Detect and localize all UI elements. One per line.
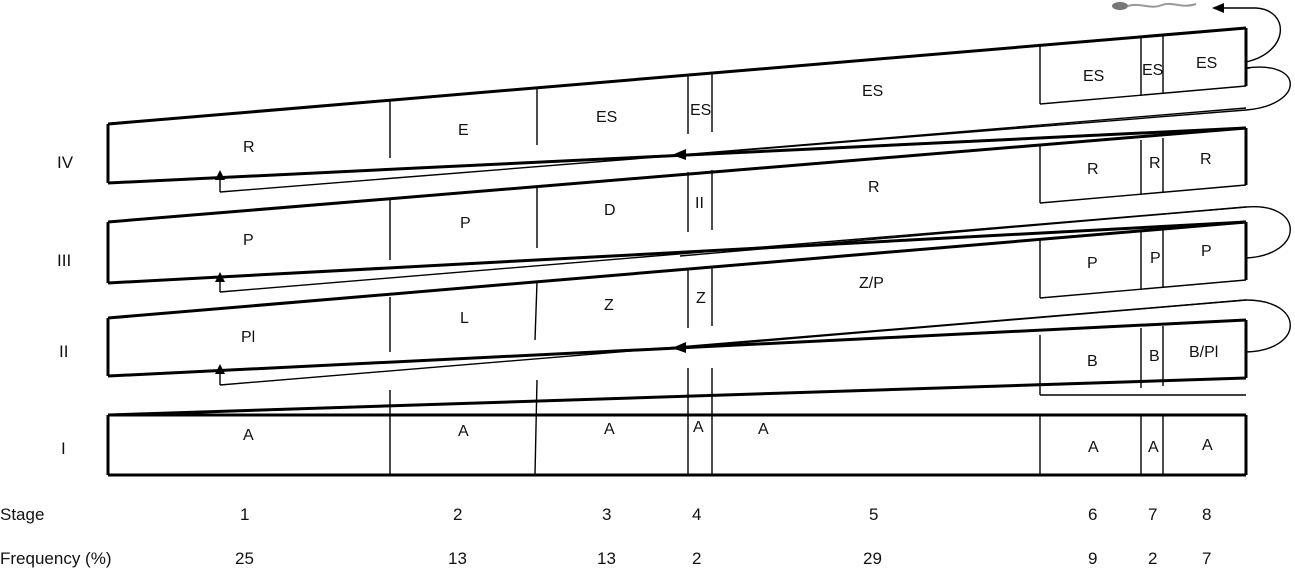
frequency-7: 2 <box>1148 549 1157 568</box>
cell-III-2: P <box>460 215 471 232</box>
band-IV <box>106 26 1248 204</box>
cell-IV-2: E <box>458 122 469 139</box>
cell-IV-5: ES <box>862 83 883 100</box>
cell-I-7: A <box>1148 439 1159 456</box>
cell-IV-lower-5: R <box>868 179 880 196</box>
band-II <box>106 220 1248 417</box>
stage-6: 6 <box>1088 505 1097 524</box>
cell-II-1: Pl <box>241 329 255 346</box>
stage-4: 4 <box>692 505 701 524</box>
cell-IV-lower-6: R <box>1087 161 1099 178</box>
cell-IV-lower-7: R <box>1149 155 1161 172</box>
return-arrows <box>215 3 1291 386</box>
cell-IV-8: ES <box>1196 55 1217 72</box>
stage-3: 3 <box>602 505 611 524</box>
stage-2: 2 <box>453 505 462 524</box>
stage-7: 7 <box>1148 505 1157 524</box>
stage-4-column <box>687 72 713 328</box>
frequency-2: 13 <box>448 549 467 568</box>
cell-II-7: B <box>1149 348 1160 365</box>
cell-III-6: P <box>1087 255 1098 272</box>
stage-1: 1 <box>240 505 249 524</box>
cell-IV-lower-8: R <box>1200 151 1212 168</box>
cell-IV-7: ES <box>1142 62 1163 79</box>
frequency-8: 7 <box>1202 549 1211 568</box>
cell-II-2: L <box>460 310 469 327</box>
frequency-5: 29 <box>863 549 882 568</box>
cell-IV-4: ES <box>690 102 711 119</box>
cell-II-8: B/Pl <box>1189 344 1218 361</box>
sperm-icon <box>1112 2 1197 10</box>
frequency-6: 9 <box>1088 549 1097 568</box>
cell-I-6: A <box>1088 439 1099 456</box>
row-label-II: II <box>59 342 68 361</box>
cell-IV-6: ES <box>1083 68 1104 85</box>
row-label-I: I <box>61 439 66 458</box>
cell-II-6: B <box>1087 353 1098 370</box>
cell-I-8: A <box>1202 437 1213 454</box>
frequency-4: 2 <box>692 549 701 568</box>
cell-IV-1: R <box>243 139 255 156</box>
stage-5: 5 <box>869 505 878 524</box>
cell-I-1: A <box>243 427 254 444</box>
cell-II-4: Z <box>696 290 706 307</box>
row-label-III: III <box>57 251 71 270</box>
cell-I-3: A <box>604 421 615 438</box>
cell-III-4: II <box>695 195 704 212</box>
frequency-label: Frequency (%) <box>0 549 111 568</box>
row-label-IV: IV <box>57 153 74 172</box>
frequency-1: 25 <box>235 549 254 568</box>
cell-III-3: D <box>604 202 616 219</box>
frequency-3: 13 <box>597 549 616 568</box>
cell-IV-3: ES <box>596 109 617 126</box>
cell-III-5: Z/P <box>859 275 884 292</box>
cell-III-1: P <box>243 232 254 249</box>
band-III <box>106 126 1248 299</box>
cell-I-2: A <box>458 423 469 440</box>
cell-III-8: P <box>1201 243 1212 260</box>
cell-III-7: P <box>1150 250 1161 267</box>
stage-label: Stage <box>0 505 44 524</box>
cell-II-3: Z <box>604 297 614 314</box>
cell-I-4: A <box>693 419 704 436</box>
stage-8: 8 <box>1202 505 1211 524</box>
cell-I-5: A <box>758 421 769 438</box>
